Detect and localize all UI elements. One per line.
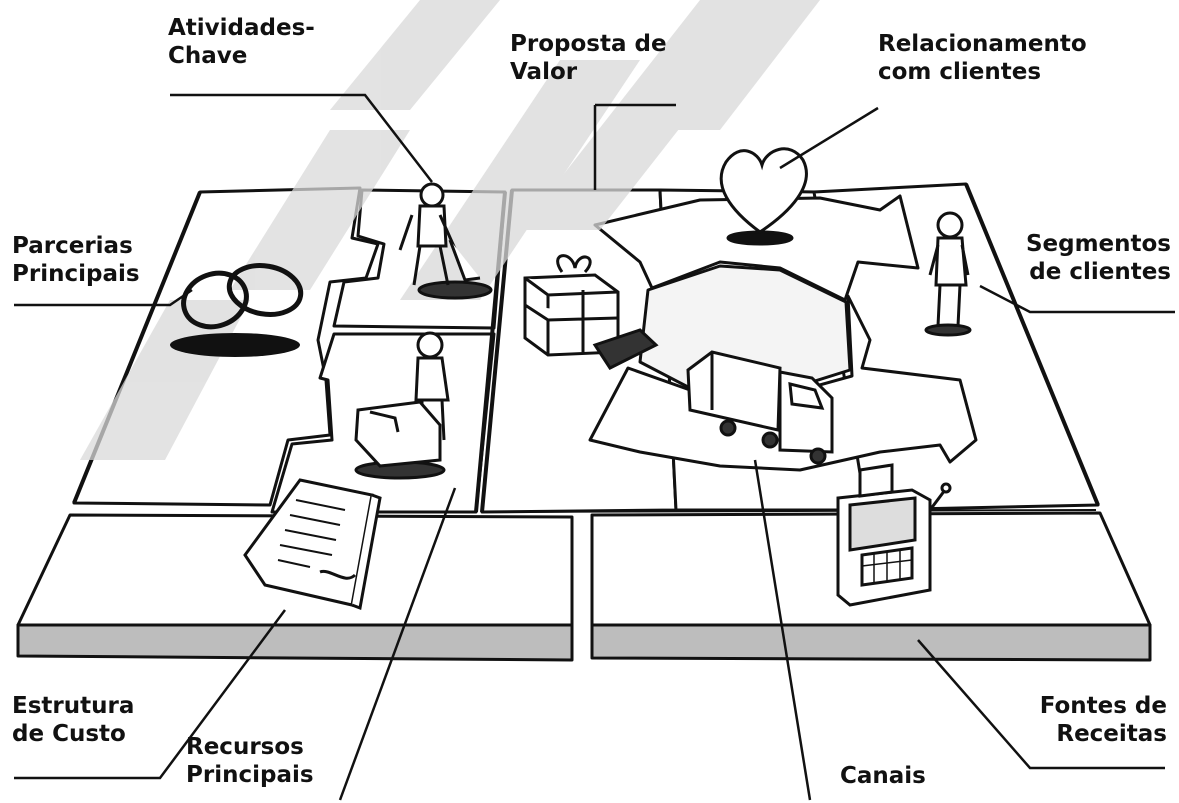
customer-segments-label: Segmentos de clientes	[1026, 230, 1171, 286]
channels-label-line1: Canais	[840, 763, 926, 789]
key-activities-label: Atividades- Chave	[168, 14, 315, 70]
revenue-streams-label: Fontes de Receitas	[1040, 692, 1167, 748]
key-resources-label-line1: Recursos	[186, 734, 304, 760]
interlocked-rings-icon	[170, 263, 304, 357]
value-proposition-label: Proposta de Valor	[510, 30, 667, 86]
key-resources-label: Recursos Principais	[186, 733, 314, 789]
bottom-panels	[16, 509, 1152, 662]
customer-relationships-label-line2: com clientes	[878, 59, 1042, 85]
delivery-truck-icon	[686, 350, 834, 465]
key-activities-label-line2: Chave	[168, 43, 248, 69]
channels-label: Canais	[840, 762, 926, 790]
value-proposition-label-line2: Valor	[510, 59, 578, 85]
center-swirl	[588, 194, 978, 472]
key-partners-label: Parcerias Principais	[12, 232, 140, 288]
value-proposition-label-line1: Proposta de	[510, 31, 667, 57]
document-icon	[243, 478, 382, 611]
customer-segments-label-line1: Segmentos	[1025, 231, 1171, 257]
person-with-machine-icon	[354, 331, 450, 480]
cost-structure-label-line2: de Custo	[12, 721, 126, 747]
customer-relationships-label-line1: Relacionamento	[878, 31, 1087, 57]
revenue-streams-label-line2: Receitas	[1056, 721, 1167, 747]
revenue-streams-label-line1: Fontes de	[1039, 693, 1167, 719]
key-activities-label-line1: Atividades-	[168, 15, 315, 41]
cost-structure-label-line1: Estrutura	[12, 693, 135, 719]
heart-icon	[719, 147, 808, 246]
customer-relationships-label: Relacionamento com clientes	[878, 30, 1087, 86]
key-partners-label-line2: Principais	[12, 261, 140, 287]
person-digging-icon	[398, 182, 493, 300]
cash-register-icon	[836, 463, 952, 607]
cost-structure-label: Estrutura de Custo	[12, 692, 134, 748]
key-resources-label-line2: Principais	[186, 762, 314, 788]
customer-segments-label-line2: de clientes	[1029, 259, 1171, 285]
standing-person-icon	[924, 211, 972, 337]
gift-box-icon	[523, 254, 659, 370]
key-partners-label-line1: Parcerias	[12, 233, 133, 259]
leader-lines	[14, 93, 1175, 801]
